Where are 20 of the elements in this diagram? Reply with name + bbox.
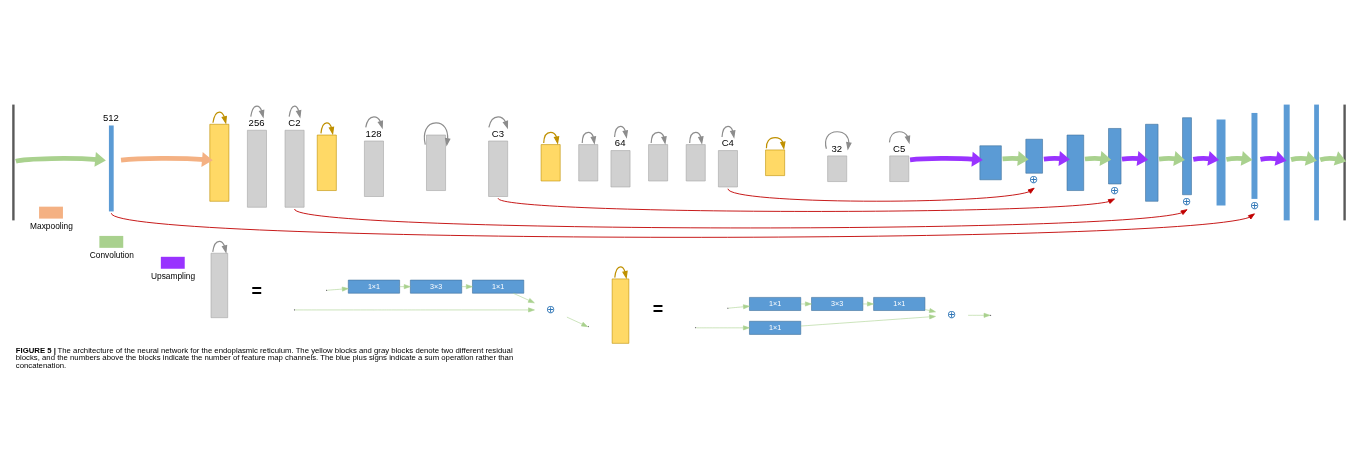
node-label: 128 bbox=[365, 127, 382, 139]
node-label: 256 bbox=[248, 116, 265, 128]
node-label: 32 bbox=[831, 142, 843, 154]
node-label: ⊕ bbox=[1182, 194, 1192, 207]
node-label: ⊕ bbox=[1029, 172, 1039, 185]
label: = bbox=[251, 280, 263, 300]
node-label: 64 bbox=[614, 136, 626, 148]
node-label: C5 bbox=[893, 142, 906, 154]
legend-label: Convolution bbox=[89, 249, 134, 260]
legend-label: Maxpooling bbox=[30, 220, 73, 231]
node-label: ⊕ bbox=[1110, 183, 1119, 196]
node-label: ⊕ bbox=[1249, 198, 1259, 211]
node-label: C3 bbox=[491, 127, 505, 139]
label: = bbox=[652, 298, 664, 319]
node-label: C2 bbox=[288, 116, 301, 128]
legend-label: Upsampling bbox=[151, 270, 196, 281]
node-text: ⊕ bbox=[947, 307, 957, 320]
node-label: 512 bbox=[102, 111, 119, 123]
node-text: ⊕ bbox=[546, 302, 556, 315]
node-label: C4 bbox=[721, 136, 734, 148]
